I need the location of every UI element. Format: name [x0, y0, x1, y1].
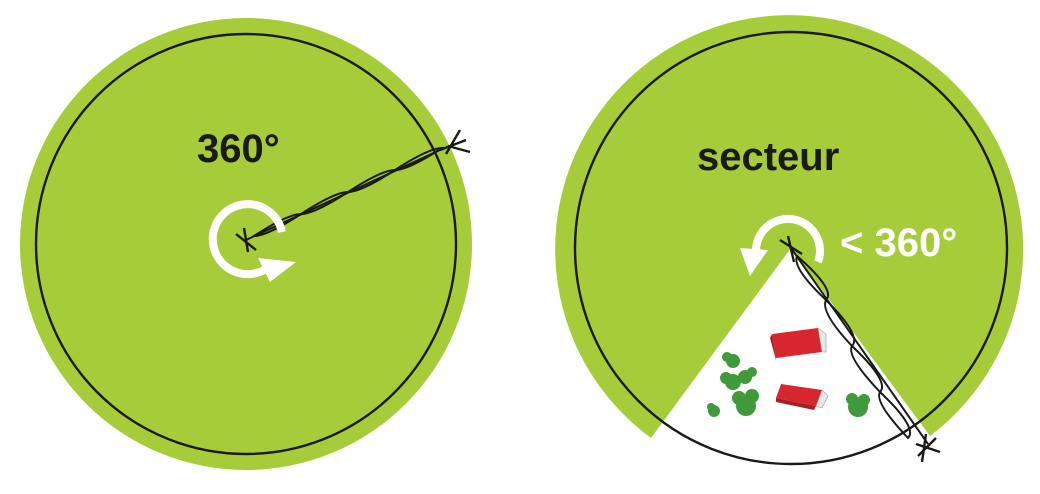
tree-icon: [707, 352, 870, 417]
full-rotation-arrow-icon: [208, 200, 296, 282]
sector-arm: [790, 247, 929, 445]
full-title: 360°: [197, 127, 280, 171]
sector-title: secteur: [697, 135, 839, 179]
full-boundary-circle: [34, 32, 458, 456]
full-center-cross-icon: [235, 227, 257, 253]
sector-rotation-arrow-icon: [740, 214, 824, 276]
sector-angle-label: < 360°: [840, 221, 957, 265]
house-icon: [776, 384, 829, 410]
sector-irrigated-area: [555, 15, 1024, 439]
house-icon: [770, 327, 827, 360]
full-edge-cross-icon: [439, 129, 471, 155]
panel-sector: secteur < 360°: [555, 15, 1024, 466]
sector-edge-cross-icon: [915, 433, 941, 463]
sector-center-cross-icon: [779, 235, 803, 263]
sector-boundary-circle: [573, 30, 1009, 466]
panel-full-circle: 360°: [20, 18, 472, 470]
